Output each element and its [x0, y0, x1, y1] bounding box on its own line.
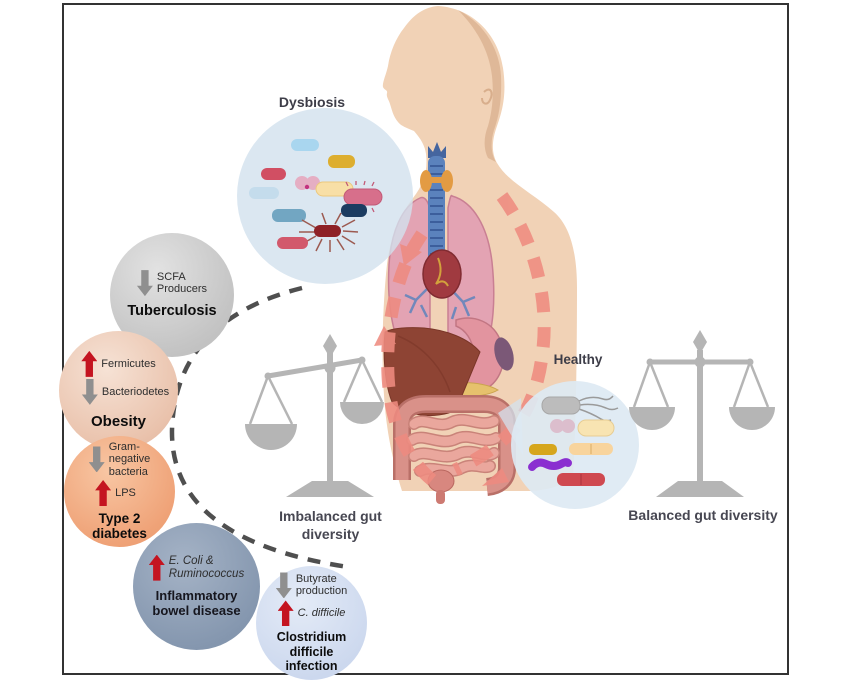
decrease-arrow-icon [275, 572, 292, 599]
bacterium-rod [328, 155, 355, 168]
imbalanced-scale-icon [245, 334, 384, 497]
factor-ecoli-ruminococcus: E. Coli & Ruminococcus [148, 554, 245, 581]
dysbiosis-label: Dysbiosis [278, 94, 346, 110]
healthy-bacteria [528, 395, 619, 486]
dysbiosis-bacteria [249, 139, 383, 252]
imbalanced-scale-label: Imbalanced gut diversity [279, 508, 382, 543]
bacterium-rod [569, 443, 613, 455]
human-body-illustration [374, 6, 577, 504]
bacterium-rod [341, 204, 367, 217]
bacterium-rod [529, 444, 557, 455]
disease-name: Obesity [90, 412, 147, 430]
balanced-scale-icon [629, 330, 775, 497]
bacterium-rod [249, 187, 279, 199]
increase-arrow-icon [95, 479, 112, 506]
disease-name: Inflammatory bowel disease [152, 587, 241, 618]
factor-label: SCFA Producers [156, 270, 208, 296]
decrease-arrow-icon [81, 378, 98, 405]
healthy-label: Healthy [553, 352, 603, 367]
bacterium-rod [291, 139, 319, 151]
increase-arrow-icon [81, 350, 98, 377]
bacterium-rod [261, 168, 286, 180]
bacterium-flagellated-rod [299, 212, 359, 252]
disease-name: Tuberculosis [127, 303, 217, 320]
factor-fermicutes: Fermicutes [81, 350, 156, 377]
disease-name: Clostridium difficile infection [276, 630, 347, 674]
factor-label: E. Coli & Ruminococcus [168, 554, 245, 580]
disease-circle-obesity: Fermicutes Bacteriodetes Obesity [59, 331, 178, 450]
dysbiosis-microbiome-bubble [237, 108, 413, 284]
factor-label: Bacteriodetes [101, 385, 170, 398]
bacterium-spirillum [528, 458, 572, 471]
bacterium-cocci-pair [550, 419, 575, 433]
bacterium-rod [557, 473, 605, 486]
trachea-icon [420, 142, 453, 272]
factor-label: Butyrate production [295, 573, 348, 598]
axis-arrowhead-up [400, 244, 422, 266]
increase-arrow-icon [148, 554, 165, 581]
heart-icon [422, 249, 462, 299]
factor-label: Gram- negative bacteria [108, 441, 151, 478]
bacterium-rod [277, 237, 308, 249]
figure-border [62, 3, 789, 675]
axis-arrowhead-down [482, 468, 509, 486]
disease-circle-cdiff: Butyrate production C. difficile Clostri… [256, 566, 367, 680]
factor-lps: LPS [95, 479, 136, 506]
bacterium-rod [272, 209, 306, 222]
disease-circle-type2-diabetes: Gram- negative bacteria LPS Type 2 diabe… [64, 436, 175, 547]
factor-bacteriodetes: Bacteriodetes [81, 378, 170, 405]
decrease-arrow-icon [88, 446, 105, 473]
factor-label: Fermicutes [101, 357, 156, 370]
disease-name: Type 2 diabetes [92, 510, 147, 542]
disease-cycle-arc [169, 285, 349, 570]
bacterium-rod [577, 419, 615, 437]
balanced-scale-label: Balanced gut diversity [628, 507, 778, 523]
factor-butyrate: Butyrate production [275, 572, 348, 599]
decrease-arrow-icon [136, 270, 153, 297]
axis-arrowhead-mid [374, 326, 396, 346]
factor-label: C. difficile [297, 607, 346, 620]
disease-circle-ibd: E. Coli & Ruminococcus Inflammatory bowe… [133, 523, 260, 650]
factor-label: LPS [115, 486, 136, 499]
increase-arrow-icon [277, 600, 294, 627]
thyroid-icon [420, 170, 453, 192]
bacterium-flagellated-rod [541, 395, 619, 422]
ear-icon [481, 88, 493, 105]
factor-scfa-producers: SCFA Producers [136, 270, 208, 297]
head-shading [458, 10, 502, 162]
spleen-icon [494, 337, 514, 371]
gut-lung-axis-dashes [374, 192, 551, 486]
factor-gram-negative: Gram- negative bacteria [88, 441, 151, 478]
healthy-microbiome-bubble [498, 381, 639, 509]
factor-cdifficile: C. difficile [277, 600, 346, 627]
